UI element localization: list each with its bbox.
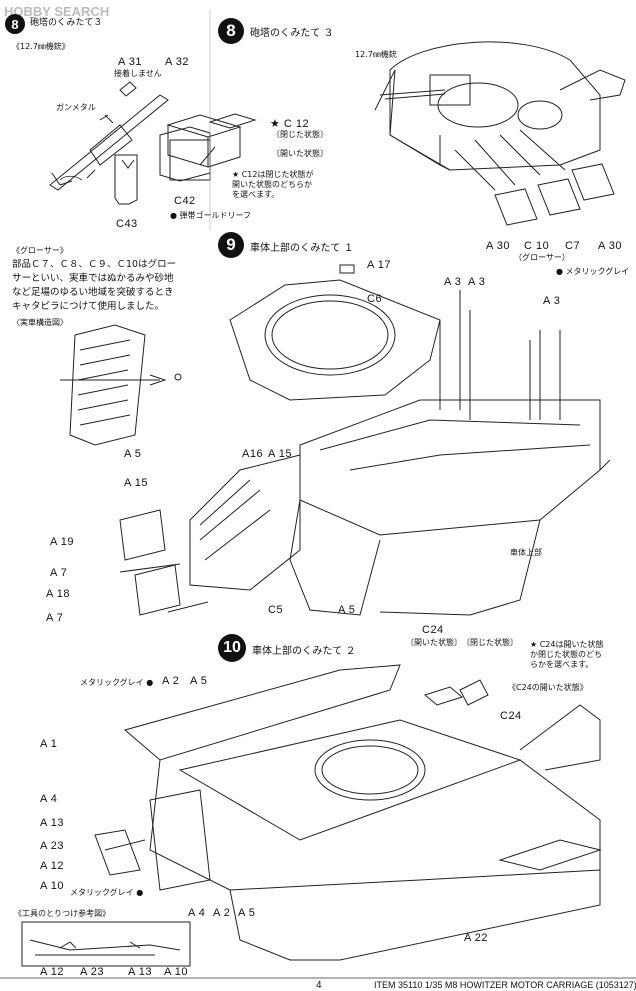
part-c12: ★ C 12 (270, 118, 310, 130)
step-9-badge: 9 (218, 232, 244, 258)
mg-label: 《12.7㎜機銃》 (12, 42, 70, 51)
part-a15-a: A 15 (124, 477, 149, 489)
grouser-parts-drawing (454, 129, 615, 226)
part-c7: C7 (565, 240, 581, 252)
step-8-title: 砲塔のくみたて ３ (250, 28, 334, 39)
part-a7-a: A 7 (50, 567, 68, 579)
tools-label-a23: A 23 (80, 966, 105, 978)
part-a10: A 10 (40, 880, 65, 892)
hull-top-plate-drawing (229, 264, 441, 401)
paint-dot-icon: ● (136, 888, 144, 897)
part-c5: C5 (268, 604, 284, 616)
grouser-title: 《グローサー》 (12, 246, 68, 255)
step-9-title: 車体上部のくみたて １ (250, 243, 354, 254)
tools-title: 《工具のとりつけ参考図》 (14, 909, 111, 918)
part-a15-b: A 15 (268, 448, 293, 460)
upper-hull-label: 車体上部 (510, 548, 542, 557)
gunmetal-label: ガンメタル (56, 103, 96, 112)
part-a18: A 18 (46, 588, 71, 600)
step-10-badge: 10 (218, 634, 246, 662)
rear-plate-drawing (119, 454, 301, 616)
tools-label-a10: A 10 (164, 966, 189, 978)
part-a17: A 17 (367, 259, 392, 271)
c24-note: ★ C24は開いた状態か閉じた状態のどちらかを選べます。 (530, 640, 604, 669)
part-a2-a: A 2 (162, 675, 180, 687)
part-c43: C43 (116, 218, 138, 230)
part-a2-b: A 2 (213, 907, 231, 919)
c10-sub: （グローサー） (514, 253, 570, 262)
step-8-badge-small: 8 (5, 14, 25, 34)
grouser-sub: 〈実車構造図〉 (12, 318, 68, 327)
part-a16: A16 (242, 448, 264, 460)
tools-label-a12: A 12 (40, 966, 65, 978)
part-c24-b: C24 (500, 710, 522, 722)
metallic-grey-label-3: メタリックグレイ ● (70, 888, 144, 897)
part-a7-b: A 7 (46, 612, 64, 624)
grouser-structure-drawing (60, 324, 182, 446)
part-a3-c: A 3 (543, 295, 561, 307)
tools-drawing (29, 939, 181, 956)
a31-note: 接着しません (114, 69, 162, 78)
paint-dot-icon: ● (146, 678, 154, 687)
grouser-text: 部品Ｃ７、Ｃ８、Ｃ９、Ｃ10はグロー サーといい、実車ではぬかるみや砂地 など足… (12, 259, 177, 312)
part-a5-b: A 5 (338, 604, 356, 616)
part-a30-right: A 30 (598, 240, 623, 252)
c24-open-title: 《C24の開いた状態》 (508, 683, 588, 692)
part-a31: A 31 (118, 56, 143, 68)
lower-hull-drawing (123, 664, 602, 961)
part-c24: C24 (422, 624, 444, 636)
part-a5-a: A 5 (124, 448, 142, 460)
part-a5-c: A 5 (190, 675, 208, 687)
metallic-grey-label: ● メタリックグレイ (556, 267, 630, 276)
part-c10: C 10 (524, 240, 550, 252)
c12-open: 〔開いた状態〕 (272, 149, 328, 158)
rear-panel-drawing (94, 789, 211, 891)
part-a4-a: A 4 (40, 793, 58, 805)
gold-leaf-label: ● 弾帯ゴールドリーフ (170, 211, 252, 220)
c24-open: 〔開いた状態〕 (406, 638, 462, 647)
c12-closed: 〔閉じた状態〕 (272, 130, 328, 139)
part-a13: A 13 (40, 817, 65, 829)
tools-label-a13: A 13 (128, 966, 153, 978)
ammo-box-drawing (114, 113, 257, 205)
part-a3-b: A 3 (468, 276, 486, 288)
c12-note: ★ C12は閉じた状態が開いた状態のどちらかを選べます。 (232, 170, 314, 199)
part-c42: C42 (174, 195, 196, 207)
step-8-badge: 8 (218, 18, 244, 44)
hull-body-drawing (289, 290, 611, 616)
metallic-grey-label-2: メタリックグレイ ● (80, 678, 154, 687)
c24-closed: 〔閉じた状態〕 (462, 638, 518, 647)
mg-label-right: 12.7㎜機銃 (355, 50, 397, 59)
part-a5-d: A 5 (238, 907, 256, 919)
part-a1: A 1 (40, 738, 58, 750)
part-a32: A 32 (165, 56, 190, 68)
step-10-title: 車体上部のくみたて ２ (252, 646, 356, 657)
step-8-title-small: 砲塔のくみたて３ (30, 18, 103, 28)
part-c6: C6 (367, 293, 383, 305)
paint-dot-icon: ● (170, 211, 180, 220)
part-a19: A 19 (50, 536, 75, 548)
part-a23: A 23 (40, 840, 65, 852)
machine-gun-drawing (49, 81, 169, 191)
part-a12: A 12 (40, 860, 65, 872)
footer-text: ITEM 35110 1/35 M8 HOWITZER MOTOR CARRIA… (374, 980, 636, 990)
c24-hatch-drawing (423, 679, 601, 771)
part-a3-a: A 3 (444, 276, 462, 288)
part-a4-b: A 4 (188, 907, 206, 919)
watermark-text: HOBBY SEARCH (4, 4, 110, 19)
part-a22: A 22 (464, 932, 489, 944)
part-a30-left: A 30 (486, 240, 511, 252)
paint-dot-icon: ● (556, 267, 566, 276)
turret-drawing (374, 41, 626, 171)
page-number: 4 (316, 980, 322, 991)
tools-box (21, 921, 191, 967)
